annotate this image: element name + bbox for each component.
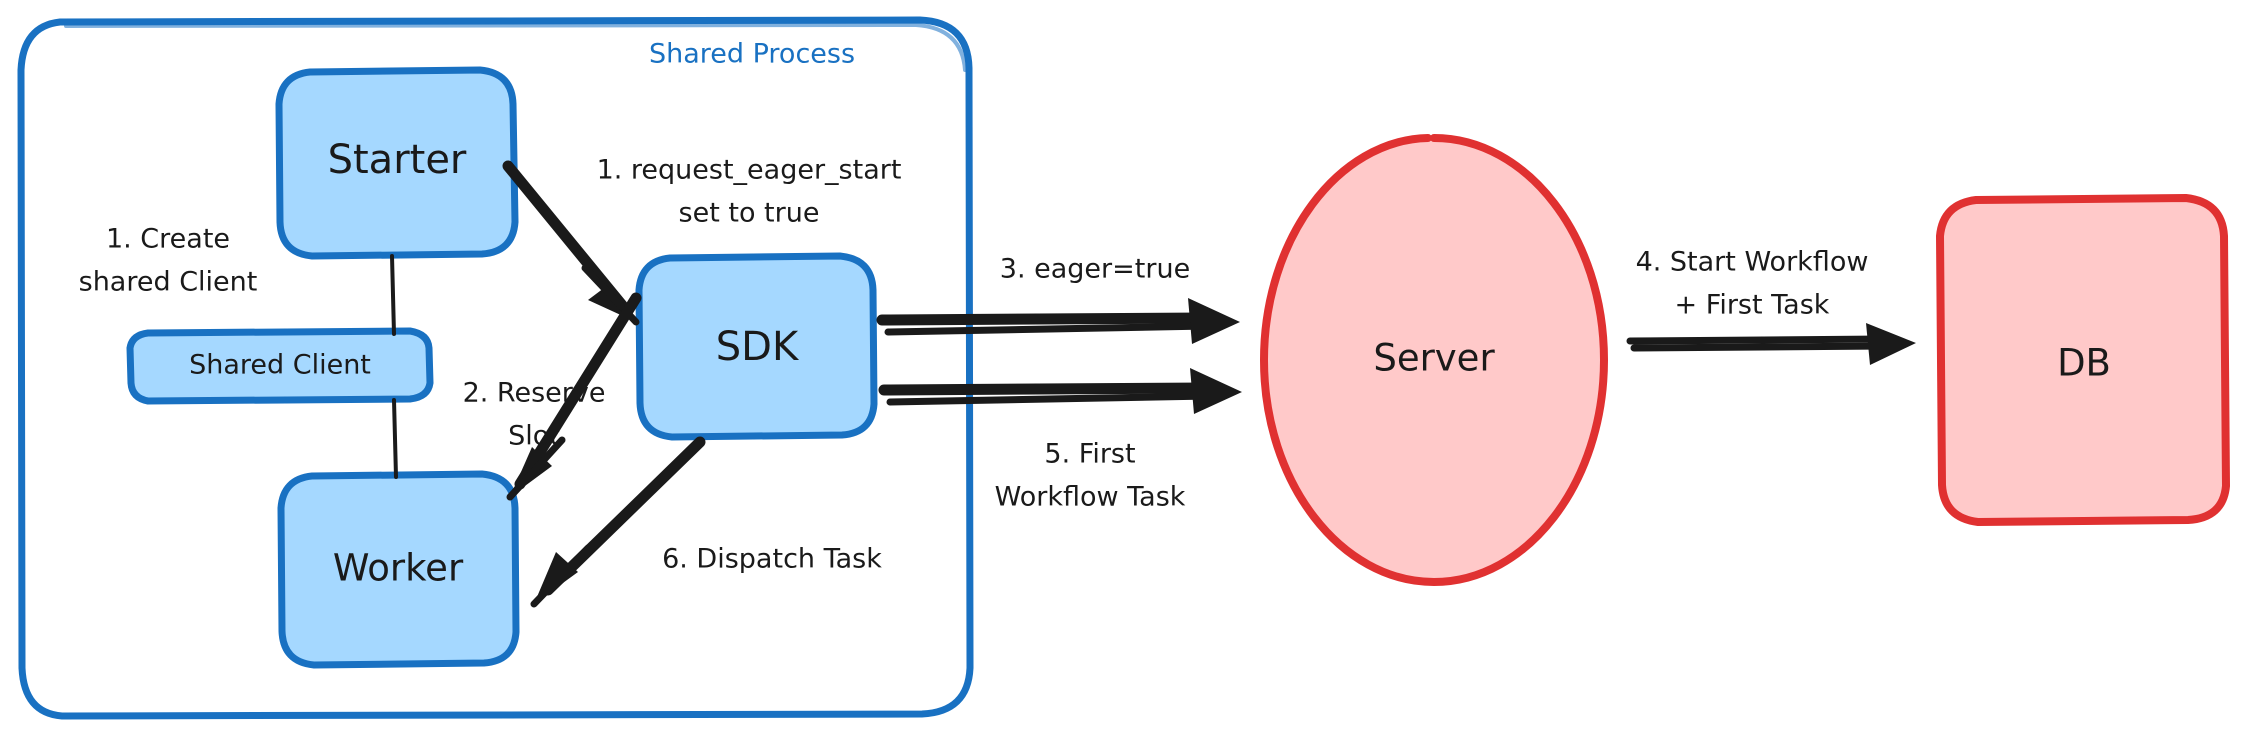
- node-starter-label: Starter: [328, 137, 467, 183]
- node-server-label: Server: [1373, 337, 1495, 380]
- edge-shared-client-worker: [392, 398, 398, 479]
- edge-reserve-slot-label-line1: 2. Reserve: [463, 378, 606, 409]
- edge-create-shared-client-label-line2: shared Client: [79, 267, 258, 298]
- node-sdk[interactable]: SDK: [635, 252, 878, 441]
- node-sdk-label: SDK: [716, 324, 800, 370]
- node-db-label: DB: [2057, 342, 2111, 385]
- edge-request-eager-start-label-line2: set to true: [679, 198, 820, 229]
- node-worker[interactable]: Worker: [277, 470, 520, 669]
- node-shared-client[interactable]: Shared Client: [126, 327, 434, 405]
- edge-dispatch-task-label: 6. Dispatch Task: [662, 544, 882, 575]
- edge-start-workflow-label-line2: + First Task: [1675, 290, 1830, 321]
- edge-reserve-slot: 2. Reserve Slot: [463, 292, 642, 501]
- node-server[interactable]: Server: [1259, 134, 1609, 587]
- edge-dispatch-task: 6. Dispatch Task: [530, 436, 882, 608]
- edge-start-workflow-first-task: 4. Start Workflow + First Task: [1626, 247, 1916, 365]
- node-starter[interactable]: Starter: [275, 66, 519, 260]
- edge-start-workflow-label-line1: 4. Start Workflow: [1636, 247, 1869, 278]
- shared-process-title: Shared Process: [649, 39, 855, 70]
- edge-first-workflow-task-label-line2: Workflow Task: [995, 482, 1186, 513]
- edge-reserve-slot-label-line2: Slot: [508, 421, 560, 452]
- edge-first-workflow-task: 5. First Workflow Task: [878, 368, 1242, 513]
- edge-create-shared-client: 1. Create shared Client: [79, 224, 396, 336]
- edge-eager-true-label: 3. eager=true: [1000, 254, 1190, 285]
- edge-request-eager-start-label-line1: 1. request_eager_start: [597, 155, 902, 186]
- shared-process-group: Shared Process: [17, 16, 974, 720]
- edge-eager-true: 3. eager=true: [876, 254, 1240, 344]
- node-shared-client-label: Shared Client: [189, 350, 371, 381]
- node-db[interactable]: DB: [1936, 194, 2230, 526]
- edge-create-shared-client-label-line1: 1. Create: [106, 224, 230, 255]
- edge-first-workflow-task-label-line1: 5. First: [1044, 439, 1135, 470]
- node-worker-label: Worker: [333, 547, 464, 590]
